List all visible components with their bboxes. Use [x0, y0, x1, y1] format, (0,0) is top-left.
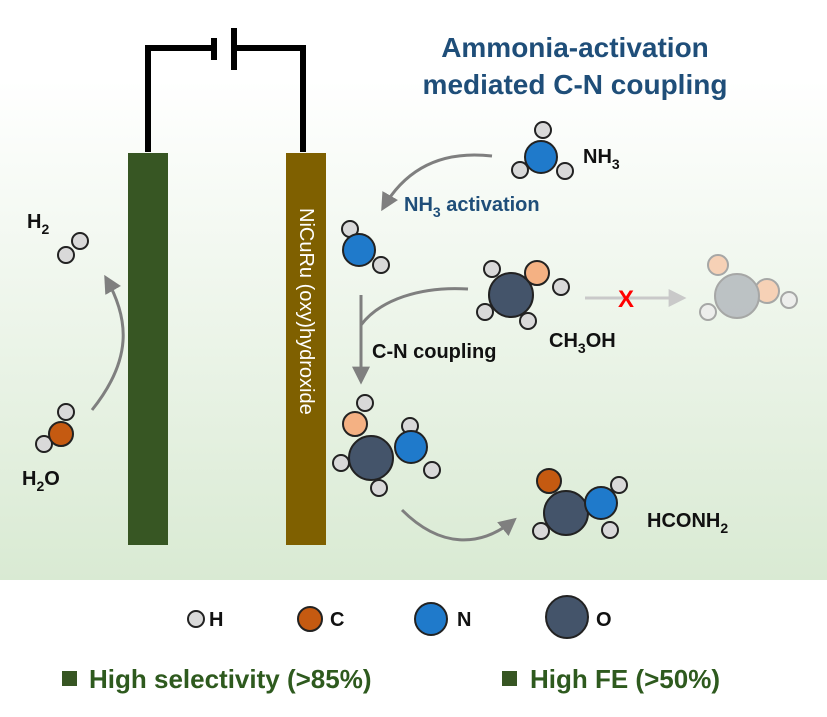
nh3-label: NH3: [583, 146, 620, 172]
legend-h-label: H: [209, 609, 223, 631]
legend-c-label: C: [330, 609, 344, 631]
product-formation-arrow: [400, 508, 517, 542]
footer-bullet-1: [62, 671, 77, 686]
footer-item-selectivity: High selectivity (>85%): [89, 664, 372, 694]
legend-n-icon: [414, 602, 448, 636]
cn-coupling-label: C-N coupling: [372, 341, 496, 363]
legend-h-icon: [187, 610, 205, 628]
cn-coupling-arrow-upper: [359, 287, 469, 326]
h2-molecule: [57, 232, 89, 264]
footer-bullet-2: [502, 671, 517, 686]
nh3-activation-label: NH3 activation: [404, 194, 540, 220]
ch3oh-molecule: [476, 260, 570, 330]
nh3-molecule: [511, 121, 574, 180]
electrode-label: NiCuRu (oxy)hydroxide: [295, 208, 317, 415]
atom-legend: H C N O: [187, 595, 612, 639]
legend-o-icon: [545, 595, 589, 639]
faded-oxidation-product: [699, 254, 798, 321]
nh3-activation-arrow: [381, 153, 493, 212]
circuit-wire: [145, 45, 306, 152]
legend-o-label: O: [596, 609, 612, 631]
water-to-hydrogen-arrow: [90, 274, 125, 411]
h2o-label: H2O: [22, 468, 60, 494]
legend-c-icon: [297, 606, 323, 632]
h2-label: H2: [27, 211, 49, 237]
cn-intermediate-molecule: [332, 394, 441, 497]
title-line1: Ammonia-activation: [441, 32, 709, 63]
activated-nh-molecule: [341, 220, 390, 274]
formamide-molecule: [532, 468, 628, 540]
h2o-molecule: [35, 403, 75, 453]
hconh2-label: HCONH2: [647, 510, 728, 536]
title-line2: mediated C-N coupling: [423, 69, 728, 100]
left-electrode: [128, 153, 168, 545]
right-electrode: [286, 153, 326, 545]
battery-symbol: [211, 28, 237, 70]
blocked-mark: X: [618, 286, 634, 313]
footer-highlights: High selectivity (>85%) High FE (>50%): [62, 664, 720, 694]
legend-n-label: N: [457, 609, 471, 631]
footer-item-fe: High FE (>50%): [530, 664, 720, 694]
ch3oh-label: CH3OH: [549, 330, 616, 356]
